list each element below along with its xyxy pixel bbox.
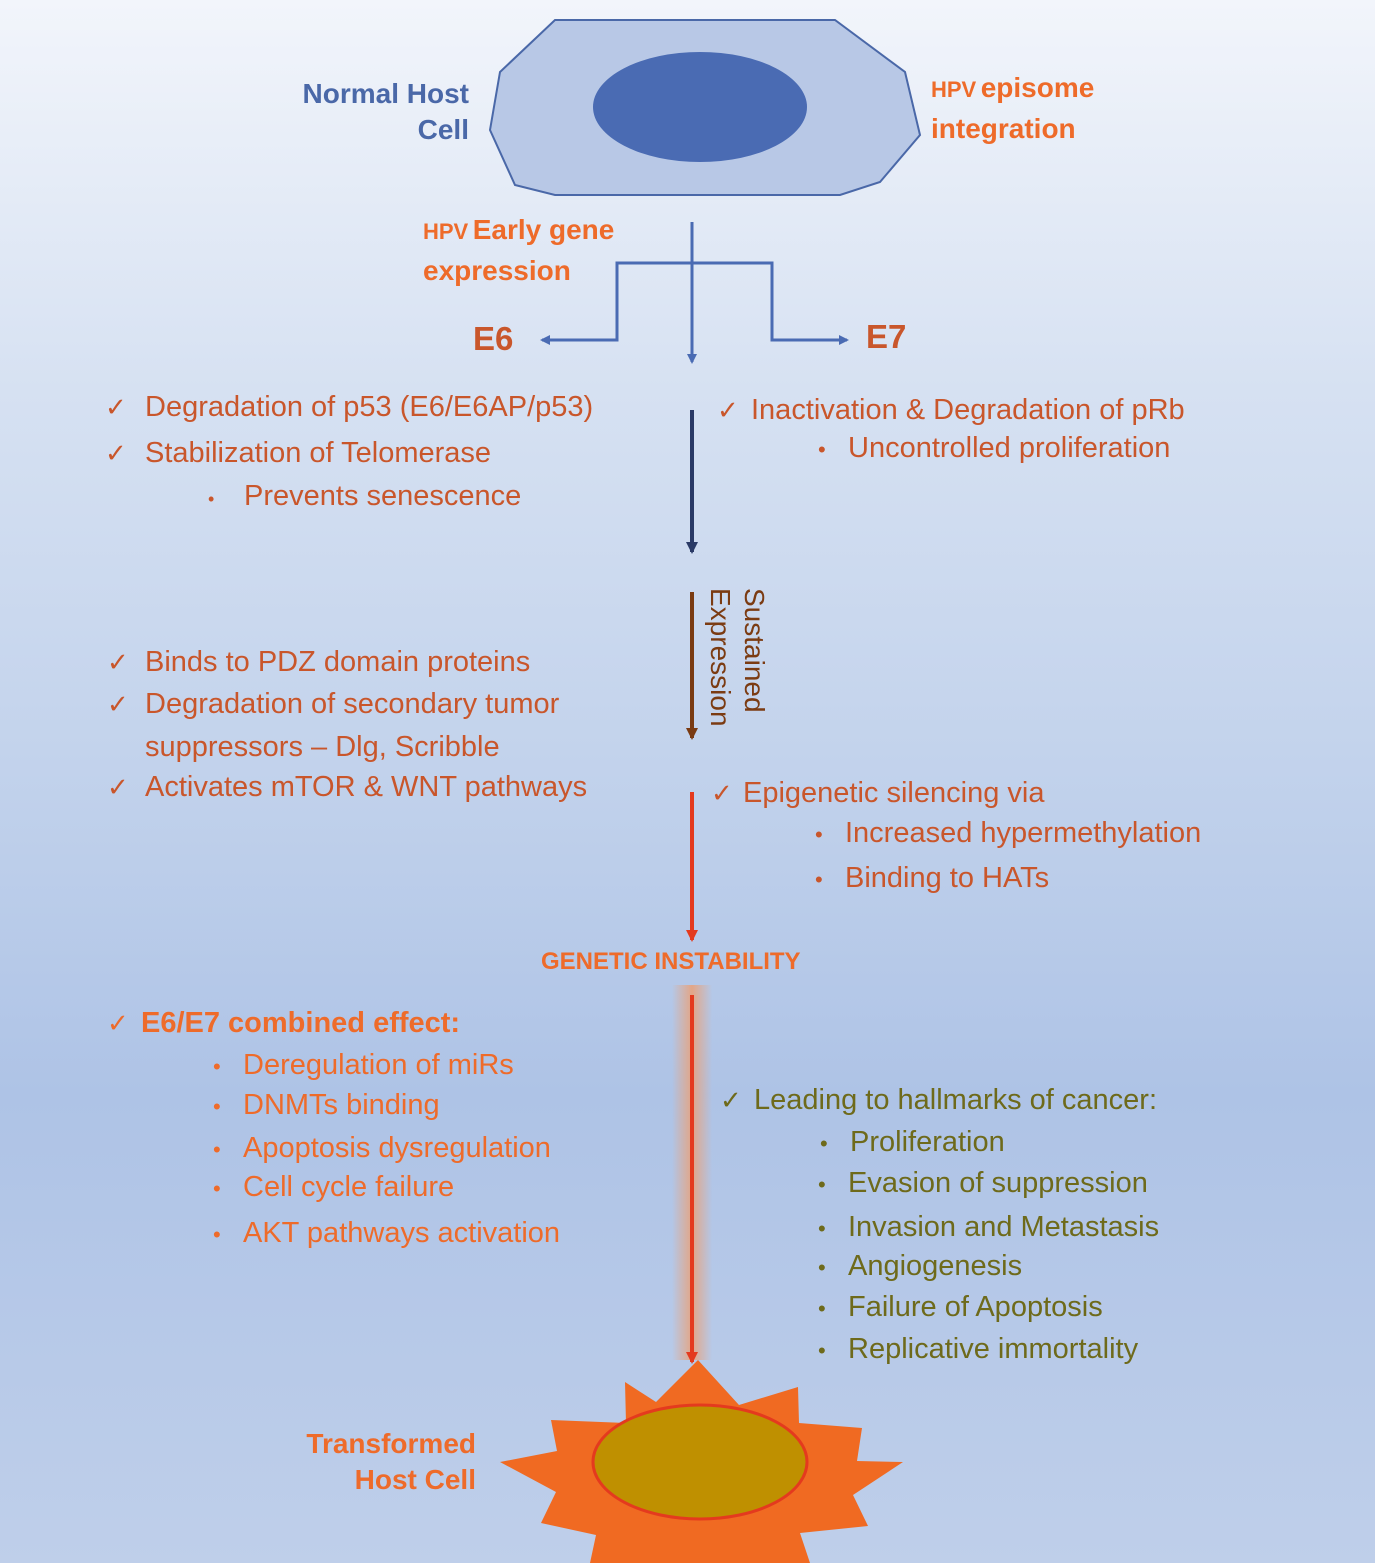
- combined-sub-akt-text: AKT pathways activation: [243, 1217, 561, 1249]
- bullet-icon: •: [820, 1131, 828, 1156]
- bullet-icon: •: [818, 1172, 826, 1197]
- e6-label: E6: [473, 320, 514, 357]
- e6-sub-senescence: • Prevents senescence: [208, 480, 521, 513]
- hallmark-evasion-text: Evasion of suppression: [848, 1167, 1148, 1199]
- e7-label: E7: [866, 318, 907, 355]
- bullet-icon: •: [213, 1054, 221, 1079]
- early-prefix: HPV: [423, 219, 469, 244]
- e6-item-secondary-tumor-text: Degradation of secondary tumor: [145, 688, 560, 720]
- combined-sub-cellcycle: • Cell cycle failure: [213, 1171, 454, 1204]
- e7-sub-hats: • Binding to HATs: [815, 862, 1049, 895]
- early-gene-label: HPV Early gene expression: [423, 212, 614, 289]
- e6-item-p53: ✓ Degradation of p53 (E6/E6AP/p53): [105, 391, 593, 424]
- e7-item-epigenetic: ✓ Epigenetic silencing via: [711, 777, 1044, 810]
- bullet-icon: •: [815, 867, 823, 892]
- hallmarks-title: ✓ Leading to hallmarks of cancer:: [720, 1084, 1157, 1117]
- combined-sub-mirs: • Deregulation of miRs: [213, 1049, 514, 1082]
- bullet-icon: •: [213, 1222, 221, 1247]
- combined-sub-mirs-text: Deregulation of miRs: [243, 1049, 514, 1081]
- check-icon: ✓: [105, 392, 127, 422]
- combined-effect-title-text: E6/E7 combined effect:: [141, 1007, 461, 1039]
- episome-line2: integration: [931, 113, 1076, 144]
- hallmark-proliferation-text: Proliferation: [850, 1126, 1005, 1158]
- episome-line1: episome: [980, 72, 1095, 103]
- e6-item-pdz-text: Binds to PDZ domain proteins: [145, 646, 531, 678]
- e6-item-mtor-text: Activates mTOR & WNT pathways: [145, 771, 588, 803]
- bullet-icon: •: [818, 1296, 826, 1321]
- episome-label: HPV episome integration: [931, 70, 1094, 147]
- check-icon: ✓: [717, 395, 739, 425]
- combined-effect-title: ✓ E6/E7 combined effect:: [107, 1007, 460, 1040]
- transformed-cell-label: Transformed Host Cell: [276, 1426, 476, 1498]
- hallmark-proliferation: • Proliferation: [820, 1126, 1005, 1159]
- combined-sub-dnmts: • DNMTs binding: [213, 1089, 440, 1122]
- combined-sub-akt: • AKT pathways activation: [213, 1217, 560, 1250]
- hallmark-apoptosis-text: Failure of Apoptosis: [848, 1291, 1103, 1323]
- e7-sub-hypermethylation-text: Increased hypermethylation: [845, 817, 1202, 849]
- bullet-icon: •: [208, 489, 215, 509]
- e6-item-secondary-tumor-cont: suppressors – Dlg, Scribble: [145, 731, 500, 763]
- e7-sub-proliferation-text: Uncontrolled proliferation: [848, 432, 1171, 464]
- hallmark-invasion-text: Invasion and Metastasis: [848, 1211, 1160, 1243]
- normal-host-cell-line1: Normal Host: [302, 78, 469, 109]
- e6-item-telomerase-text: Stabilization of Telomerase: [145, 437, 492, 469]
- check-icon: ✓: [107, 1008, 129, 1038]
- e7-item-epigenetic-text: Epigenetic silencing via: [743, 777, 1045, 809]
- sustained-line1: Sustained: [739, 588, 770, 713]
- hallmark-angiogenesis: • Angiogenesis: [818, 1250, 1022, 1283]
- normal-host-cell-label: Normal Host Cell: [293, 76, 469, 148]
- combined-sub-dnmts-text: DNMTs binding: [243, 1089, 440, 1121]
- combined-sub-apoptosis-text: Apoptosis dysregulation: [243, 1132, 551, 1164]
- hallmark-immortality-text: Replicative immortality: [848, 1333, 1139, 1365]
- e6-item-pdz: ✓ Binds to PDZ domain proteins: [107, 646, 530, 679]
- bullet-icon: •: [818, 1255, 826, 1280]
- genetic-instability-label: GENETIC INSTABILITY: [541, 948, 801, 975]
- arrow-to-e7: [692, 261, 849, 345]
- e7-sub-hats-text: Binding to HATs: [845, 862, 1050, 894]
- e7-sub-hypermethylation: • Increased hypermethylation: [815, 817, 1201, 850]
- bullet-icon: •: [213, 1094, 221, 1119]
- hallmark-immortality: • Replicative immortality: [818, 1333, 1138, 1366]
- e7-item-prb: ✓ Inactivation & Degradation of pRb: [717, 394, 1185, 427]
- sustained-expression-label: Sustained Expression: [703, 588, 771, 727]
- check-icon: ✓: [711, 778, 733, 808]
- episome-prefix: HPV: [931, 77, 977, 102]
- hallmarks-title-text: Leading to hallmarks of cancer:: [754, 1084, 1157, 1116]
- hallmark-apoptosis: • Failure of Apoptosis: [818, 1291, 1103, 1324]
- check-icon: ✓: [720, 1085, 742, 1115]
- e6-item-telomerase: ✓ Stabilization of Telomerase: [105, 437, 491, 470]
- combined-sub-cellcycle-text: Cell cycle failure: [243, 1171, 455, 1203]
- arrow-to-e6: [540, 261, 692, 345]
- normal-cell-nucleus: [593, 52, 807, 162]
- e6-sub-senescence-text: Prevents senescence: [244, 480, 522, 512]
- combined-sub-apoptosis: • Apoptosis dysregulation: [213, 1132, 551, 1165]
- early-line2: expression: [423, 255, 571, 286]
- transformed-cell-nucleus: [591, 1403, 809, 1521]
- hallmark-invasion: • Invasion and Metastasis: [818, 1211, 1159, 1244]
- bullet-icon: •: [818, 1216, 826, 1241]
- e6-item-mtor: ✓ Activates mTOR & WNT pathways: [107, 771, 587, 804]
- bullet-icon: •: [213, 1176, 221, 1201]
- hallmark-angiogenesis-text: Angiogenesis: [848, 1250, 1023, 1282]
- bullet-icon: •: [818, 437, 826, 462]
- check-icon: ✓: [105, 438, 127, 468]
- e6-item-p53-text: Degradation of p53 (E6/E6AP/p53): [145, 391, 594, 423]
- transformed-line1: Transformed: [306, 1428, 476, 1459]
- early-line1: Early gene: [472, 214, 615, 245]
- bullet-icon: •: [213, 1137, 221, 1162]
- sustained-line2: Expression: [705, 588, 736, 727]
- normal-host-cell-line2: Cell: [417, 114, 469, 145]
- bullet-icon: •: [818, 1338, 826, 1363]
- check-icon: ✓: [107, 647, 129, 677]
- transformed-line2: Host Cell: [354, 1464, 476, 1495]
- bullet-icon: •: [815, 822, 823, 847]
- e6-item-secondary-tumor: ✓ Degradation of secondary tumor: [107, 688, 559, 721]
- hallmark-evasion: • Evasion of suppression: [818, 1167, 1148, 1200]
- e7-sub-proliferation: • Uncontrolled proliferation: [818, 432, 1170, 465]
- check-icon: ✓: [107, 689, 129, 719]
- check-icon: ✓: [107, 772, 129, 802]
- e7-item-prb-text: Inactivation & Degradation of pRb: [751, 394, 1185, 426]
